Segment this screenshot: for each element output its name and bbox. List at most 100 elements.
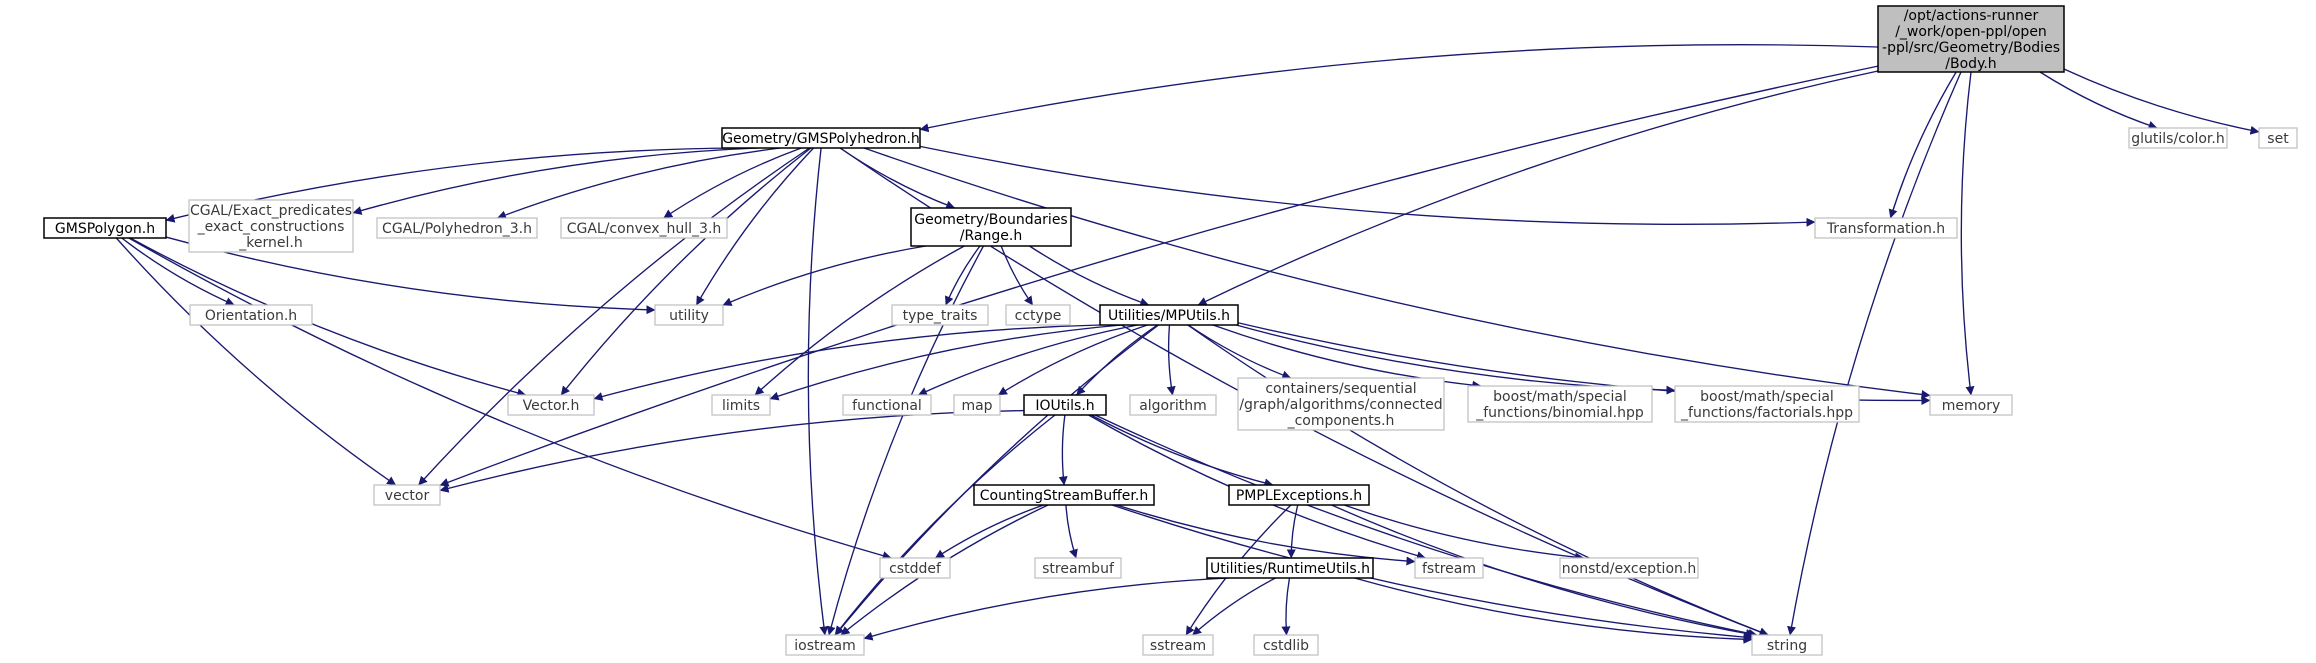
- edge-mputils-to-functional: [917, 324, 1138, 396]
- node-transformation-box: [1814, 217, 1958, 239]
- node-algorithm: algorithm: [1129, 394, 1217, 416]
- node-fstream-box: [1414, 557, 1484, 579]
- node-cgal_poly3-label: CGAL/Polyhedron_3.h: [382, 221, 532, 237]
- node-limits-label: limits: [722, 398, 760, 414]
- node-fstream-label: fstream: [1422, 561, 1476, 577]
- node-nonstd-box: [1559, 557, 1699, 579]
- node-memory: memory: [1929, 394, 2013, 416]
- edge-mputils-to-iostream: [834, 324, 1159, 636]
- node-boost_binomial-label: boost/math/special_functions/binomial.hp…: [1475, 389, 1644, 421]
- edge-runtimeutils-to-string: [1354, 577, 1753, 644]
- edge-body-to-memory: [1960, 71, 1975, 396]
- node-sstream-box: [1142, 634, 1214, 656]
- edge-range-to-mputils: [1029, 245, 1150, 307]
- edge-gmspolygon-to-vectorh: [129, 237, 527, 398]
- node-sstream: sstream: [1142, 634, 1214, 656]
- node-pmplexc-label: PMPLExceptions.h: [1236, 488, 1362, 504]
- node-set-label: set: [2267, 131, 2289, 147]
- node-transformation: Transformation.h: [1814, 217, 1958, 239]
- node-pmplexc-box[interactable]: [1228, 484, 1370, 506]
- edge-gmspolygon-to-orientation: [121, 237, 235, 306]
- node-body[interactable]: /opt/actions-runner/_work/open-ppl/open-…: [1877, 5, 2065, 73]
- edge-countingstream-to-streambuf: [1065, 504, 1078, 559]
- node-nonstd: nonstd/exception.h: [1559, 557, 1699, 579]
- node-cgal_exact-box: [188, 199, 354, 253]
- node-mputils[interactable]: Utilities/MPUtils.h: [1099, 304, 1239, 326]
- edge-mputils-to-ioutils: [1076, 324, 1158, 396]
- edge-countingstream-to-fstream: [1116, 504, 1416, 566]
- node-algorithm-label: algorithm: [1139, 398, 1207, 414]
- edge-mputils-to-vectorh: [593, 324, 1101, 401]
- node-cctype: cctype: [1005, 304, 1071, 326]
- node-cgal_exact-label: CGAL/Exact_predicates_exact_construction…: [190, 203, 352, 251]
- node-ioutils[interactable]: IOUtils.h: [1023, 394, 1107, 416]
- node-boost_factorials-box: [1674, 385, 1860, 423]
- edge-ioutils-to-string: [1094, 414, 1758, 638]
- node-gmspoly-box[interactable]: [721, 127, 921, 149]
- node-boost_factorials: boost/math/special_functions/factorials.…: [1674, 385, 1860, 423]
- node-vectorh-box: [507, 394, 595, 416]
- node-vector-label: vector: [385, 488, 430, 504]
- edge-mputils-to-limits: [769, 324, 1122, 401]
- edge-body-to-mputils: [1197, 70, 1879, 306]
- edge-body-to-set: [2063, 68, 2260, 135]
- node-streambuf-label: streambuf: [1042, 561, 1115, 577]
- edge-ioutils-to-countingstream: [1058, 414, 1068, 486]
- node-runtimeutils-label: Utilities/RuntimeUtils.h: [1210, 561, 1370, 577]
- edge-range-to-limits: [754, 245, 965, 396]
- node-utility: utility: [654, 304, 724, 326]
- node-range-box[interactable]: [910, 207, 1072, 247]
- node-functional-label: functional: [852, 398, 922, 414]
- edge-ioutils-to-vector: [439, 409, 1025, 493]
- node-cgal_hull-box: [560, 217, 728, 239]
- edge-mputils-to-map: [997, 324, 1148, 396]
- node-containers-label: containers/sequential/graph/algorithms/c…: [1239, 381, 1442, 429]
- edge-gmspoly-to-cgal_exact: [352, 147, 759, 215]
- node-countingstream-label: CountingStreamBuffer.h: [980, 488, 1148, 504]
- edge-gmspolygon-to-cstddef: [128, 237, 892, 560]
- node-body-label: /opt/actions-runner/_work/open-ppl/open-…: [1882, 8, 2060, 72]
- node-gmspoly[interactable]: Geometry/GMSPolyhedron.h: [721, 127, 921, 149]
- node-limits-box: [711, 394, 771, 416]
- edge-gmspoly-to-vector: [418, 147, 810, 486]
- node-pmplexc[interactable]: PMPLExceptions.h: [1228, 484, 1370, 506]
- node-sstream-label: sstream: [1150, 638, 1206, 654]
- node-vectorh: Vector.h: [507, 394, 595, 416]
- node-string: string: [1751, 634, 1823, 656]
- node-ioutils-box[interactable]: [1023, 394, 1107, 416]
- node-countingstream-box[interactable]: [973, 484, 1155, 506]
- edge-ioutils-to-pmplexc: [1090, 414, 1274, 488]
- node-countingstream[interactable]: CountingStreamBuffer.h: [973, 484, 1155, 506]
- node-type_traits-box: [891, 304, 989, 326]
- edge-gmspoly-to-cgal_poly3: [497, 147, 781, 220]
- edge-mputils-to-algorithm: [1166, 324, 1176, 396]
- node-boost_binomial-box: [1467, 385, 1653, 423]
- node-gmspolygon-label: GMSPolygon.h: [55, 221, 155, 237]
- edge-gmspoly-to-transformation: [919, 145, 1816, 227]
- node-runtimeutils-box[interactable]: [1206, 557, 1374, 579]
- node-type_traits-label: type_traits: [903, 308, 978, 324]
- edge-gmspoly-to-vectorh: [560, 147, 812, 396]
- node-mputils-box[interactable]: [1099, 304, 1239, 326]
- node-cgal_poly3: CGAL/Polyhedron_3.h: [376, 217, 538, 239]
- node-orientation-label: Orientation.h: [205, 308, 297, 324]
- node-cgal_hull: CGAL/convex_hull_3.h: [560, 217, 728, 239]
- node-runtimeutils[interactable]: Utilities/RuntimeUtils.h: [1206, 557, 1374, 579]
- node-body-box[interactable]: [1877, 5, 2065, 73]
- node-iostream-box: [785, 634, 865, 656]
- node-vector-box: [373, 484, 441, 506]
- edge-gmspolygon-to-utility: [165, 236, 656, 315]
- node-map: map: [953, 394, 1001, 416]
- edge-runtimeutils-to-cstdlib: [1281, 577, 1291, 636]
- nodes-layer: /opt/actions-runner/_work/open-ppl/open-…: [43, 5, 2298, 656]
- node-memory-box: [1929, 394, 2013, 416]
- node-gmspolygon[interactable]: GMSPolygon.h: [43, 217, 167, 239]
- node-cstdlib-box: [1253, 634, 1319, 656]
- edge-mputils-to-string: [1187, 324, 1769, 637]
- node-range[interactable]: Geometry/Boundaries/Range.h: [910, 207, 1072, 247]
- node-cstddef: cstddef: [879, 557, 951, 579]
- node-mputils-label: Utilities/MPUtils.h: [1108, 308, 1230, 324]
- node-gmspolygon-box[interactable]: [43, 217, 167, 239]
- edge-pmplexc-to-nonstd: [1343, 504, 1585, 562]
